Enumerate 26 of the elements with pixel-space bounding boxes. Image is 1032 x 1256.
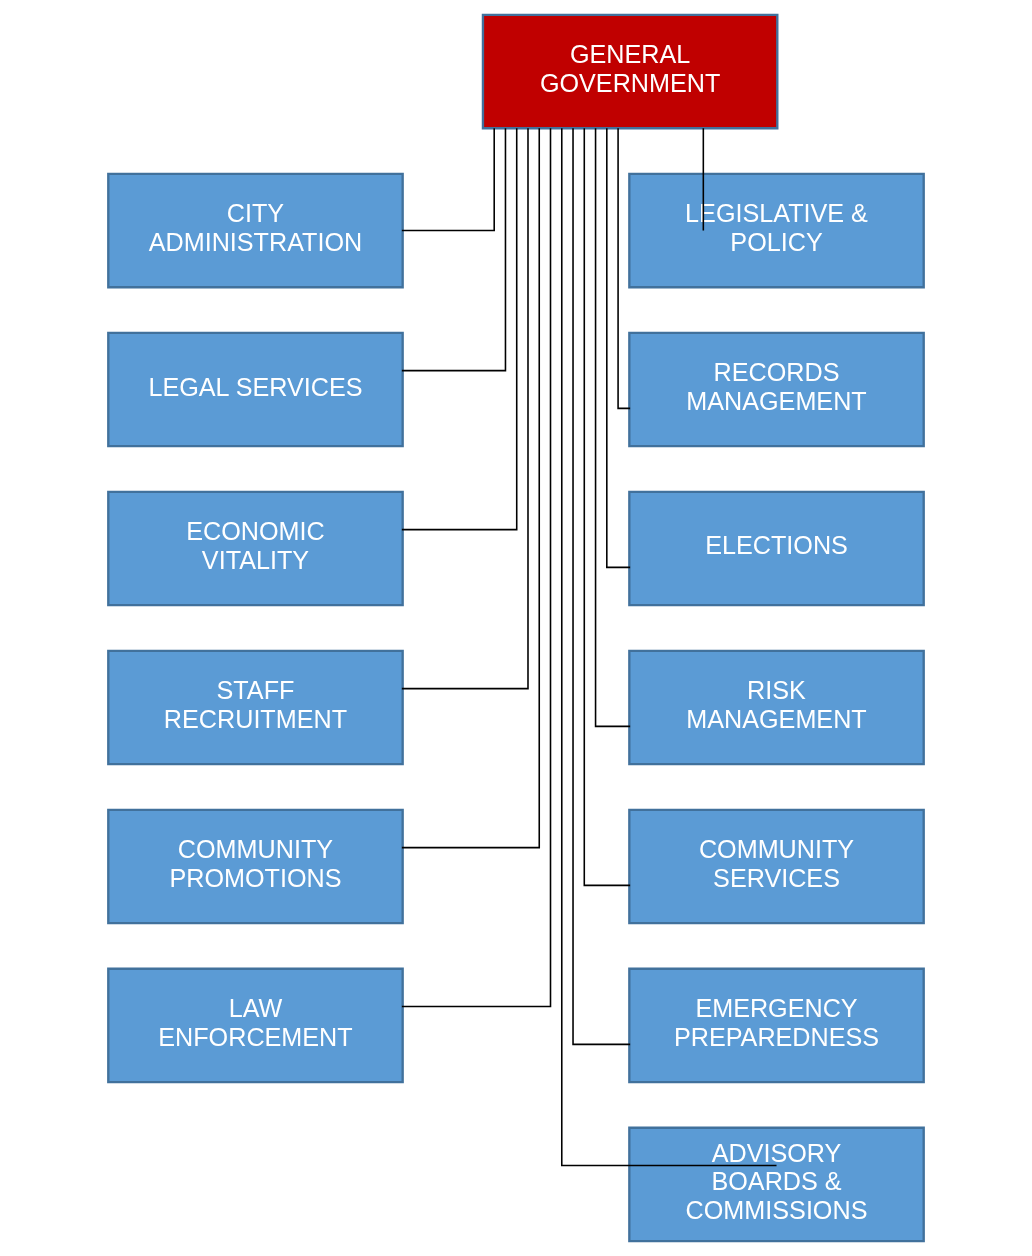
node-box: ECONOMIC VITALITY — [107, 490, 404, 607]
node-box: RECORDS MANAGEMENT — [628, 331, 925, 448]
connector — [561, 127, 778, 1167]
node-box: CITY ADMINISTRATION — [107, 172, 404, 289]
node-box: STAFF RECRUITMENT — [107, 649, 404, 766]
node-box: ADVISORY BOARDS & COMMISSIONS — [628, 1126, 925, 1243]
node-box: ELECTIONS — [628, 490, 925, 607]
node-box: LAW ENFORCEMENT — [107, 967, 404, 1084]
connector — [572, 127, 631, 1046]
connector — [401, 127, 552, 1008]
connector — [606, 127, 631, 569]
connector — [583, 127, 631, 887]
node-box: RISK MANAGEMENT — [628, 649, 925, 766]
connector — [594, 127, 631, 728]
connector — [401, 127, 529, 690]
node-box: LEGAL SERVICES — [107, 331, 404, 448]
connector — [401, 127, 495, 232]
node-box: COMMUNITY PROMOTIONS — [107, 808, 404, 925]
connector — [401, 127, 518, 531]
node-box: EMERGENCY PREPAREDNESS — [628, 967, 925, 1084]
connector — [702, 127, 705, 232]
connector — [617, 127, 631, 410]
connector — [401, 127, 507, 372]
node-box: GENERAL GOVERNMENT — [481, 13, 779, 130]
node-box: COMMUNITY SERVICES — [628, 808, 925, 925]
connector — [401, 127, 541, 849]
